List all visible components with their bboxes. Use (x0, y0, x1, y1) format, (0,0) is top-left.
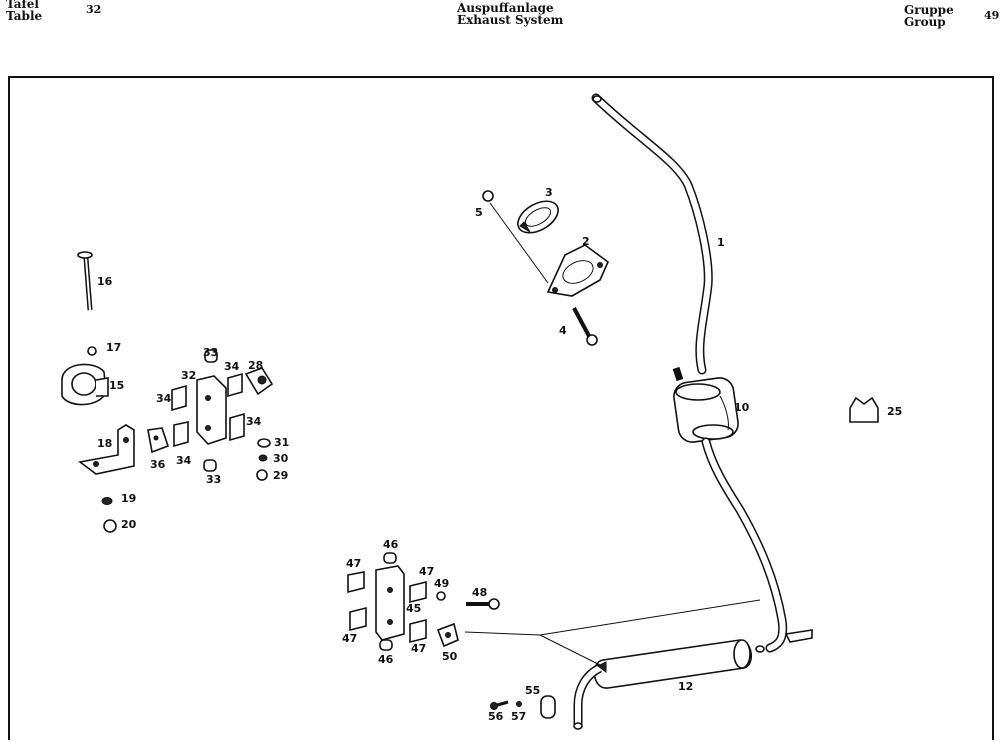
table-label-en: Table (6, 9, 43, 23)
bolt-part (572, 307, 598, 346)
callout-18: 18 (97, 437, 112, 450)
callout-47-topleft: 47 (346, 557, 361, 570)
group-label-de: Gruppe (904, 3, 954, 17)
washer-part (87, 346, 97, 356)
callout-17: 17 (106, 341, 121, 354)
callout-30: 30 (273, 452, 289, 465)
callout-19: 19 (121, 492, 136, 505)
callout-3: 3 (545, 186, 553, 199)
clamp-part (61, 363, 109, 406)
callout-56: 56 (488, 710, 504, 723)
callout-20: 20 (121, 518, 137, 531)
rubber-mount-part (849, 396, 879, 423)
end-pieces (490, 695, 556, 719)
table-number: 32 (86, 3, 102, 16)
callout-12: 12 (678, 680, 693, 693)
callout-15: 15 (109, 379, 124, 392)
callout-47-bottomright: 47 (411, 642, 426, 655)
callout-32: 32 (181, 369, 196, 382)
rear-muffler-part (573, 639, 752, 730)
flange-part (546, 244, 609, 297)
callout-4: 4 (559, 324, 567, 337)
group-number: 49 (984, 9, 1000, 22)
callout-5: 5 (475, 206, 483, 219)
callout-34-left: 34 (156, 392, 172, 405)
callout-16: 16 (97, 275, 113, 288)
callout-2: 2 (582, 235, 590, 248)
front-muffler-part (672, 366, 739, 443)
rubber-part (101, 497, 113, 505)
callout-48: 48 (472, 586, 487, 599)
title-de: Auspuffanlage (457, 1, 554, 15)
callout-49: 49 (434, 577, 449, 590)
nut-part (103, 519, 117, 533)
long-bolt-part (77, 251, 93, 311)
callout-34-right: 34 (246, 415, 262, 428)
callout-29: 29 (273, 469, 288, 482)
sealing-ring-part (517, 200, 559, 234)
callout-10: 10 (734, 401, 750, 414)
leader-line (539, 599, 761, 636)
rear-hanger-assembly (347, 552, 500, 651)
callout-36: 36 (150, 458, 166, 471)
bracket-part (78, 424, 135, 475)
callout-55: 55 (525, 684, 540, 697)
nut-part (482, 190, 549, 284)
callout-46-top: 46 (383, 538, 399, 551)
group-label-en: Group (904, 15, 946, 29)
hanger-assembly (147, 349, 274, 481)
callout-47-topright: 47 (419, 565, 434, 578)
callout-46-bottom: 46 (378, 653, 394, 666)
callout-28: 28 (248, 359, 263, 372)
callout-33-top: 33 (203, 346, 218, 359)
leader-line (464, 631, 601, 666)
callout-33-bottom: 33 (206, 473, 221, 486)
callout-31: 31 (274, 436, 289, 449)
callout-34-top: 34 (224, 360, 240, 373)
callout-45: 45 (406, 602, 421, 615)
title-en: Exhaust System (457, 13, 564, 27)
callout-25: 25 (887, 405, 902, 418)
callout-47-bottomleft: 47 (342, 632, 357, 645)
intermediate-pipe-part (701, 437, 813, 653)
callout-1: 1 (717, 236, 725, 249)
table-label-de: Tafel (6, 0, 39, 11)
callout-50: 50 (442, 650, 458, 663)
callout-34-bottom: 34 (176, 454, 192, 467)
callout-57: 57 (511, 710, 526, 723)
diagram-frame (8, 76, 994, 740)
front-pipe-part (591, 93, 713, 375)
